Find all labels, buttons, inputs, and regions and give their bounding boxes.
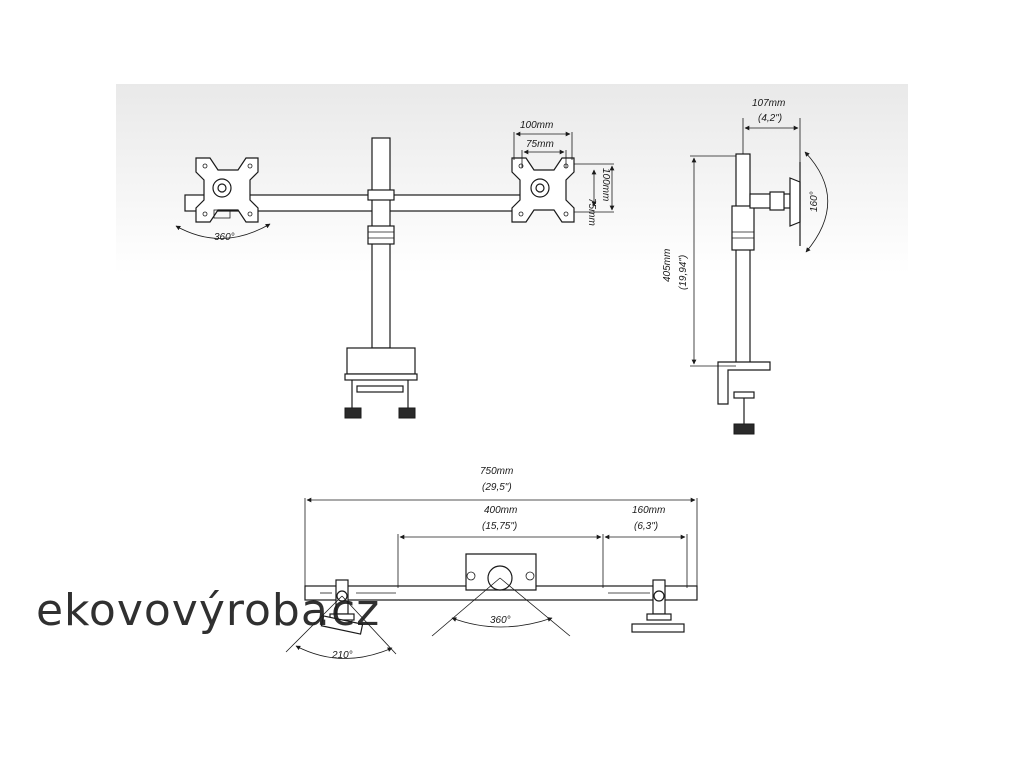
side-view: 107mm (4,2") 405mm (19,94") 160° (662, 98, 829, 435)
desk-clamp (346, 347, 416, 375)
total-mm-label: 750mm (480, 466, 513, 477)
swivel-center-label: 360° (490, 615, 511, 626)
right-head (631, 579, 685, 633)
logo-tld: .cz (316, 585, 380, 636)
logo-e: e (36, 585, 64, 636)
left-vesa-plate (195, 157, 259, 223)
end-in-label: (6,3") (634, 521, 658, 532)
pitch-75-label: 75mm (526, 139, 554, 150)
front-view: 360° 100mm 75mm 75mm 100mm (175, 120, 615, 419)
left-head (320, 579, 364, 635)
end-mm-label: 160mm (632, 505, 665, 516)
swivel-end-label: 210° (331, 650, 353, 661)
depth-mm-label: 107mm (752, 98, 785, 109)
mid-in-label: (15,75") (482, 521, 517, 532)
tilt-label: 160° (809, 191, 820, 212)
pitch-100-label: 100mm (520, 120, 553, 131)
side-pole (735, 153, 751, 367)
logo-main-text: kovovýroba (64, 585, 329, 636)
depth-in-label: (4,2") (758, 113, 782, 124)
height-in-label: (19,94") (678, 255, 689, 290)
vertical-75-label: 75mm (586, 198, 597, 226)
front-rotation-label: 360° (214, 232, 235, 243)
mid-mm-label: 400mm (484, 505, 517, 516)
height-mm-label: 405mm (662, 249, 673, 282)
vertical-100-label: 100mm (600, 168, 611, 201)
watermark-logo: e kovovýroba .cz (36, 585, 380, 636)
total-in-label: (29,5") (482, 482, 512, 493)
top-view: 750mm (29,5") 400mm (15,75") 160mm (6,3"… (285, 466, 698, 661)
